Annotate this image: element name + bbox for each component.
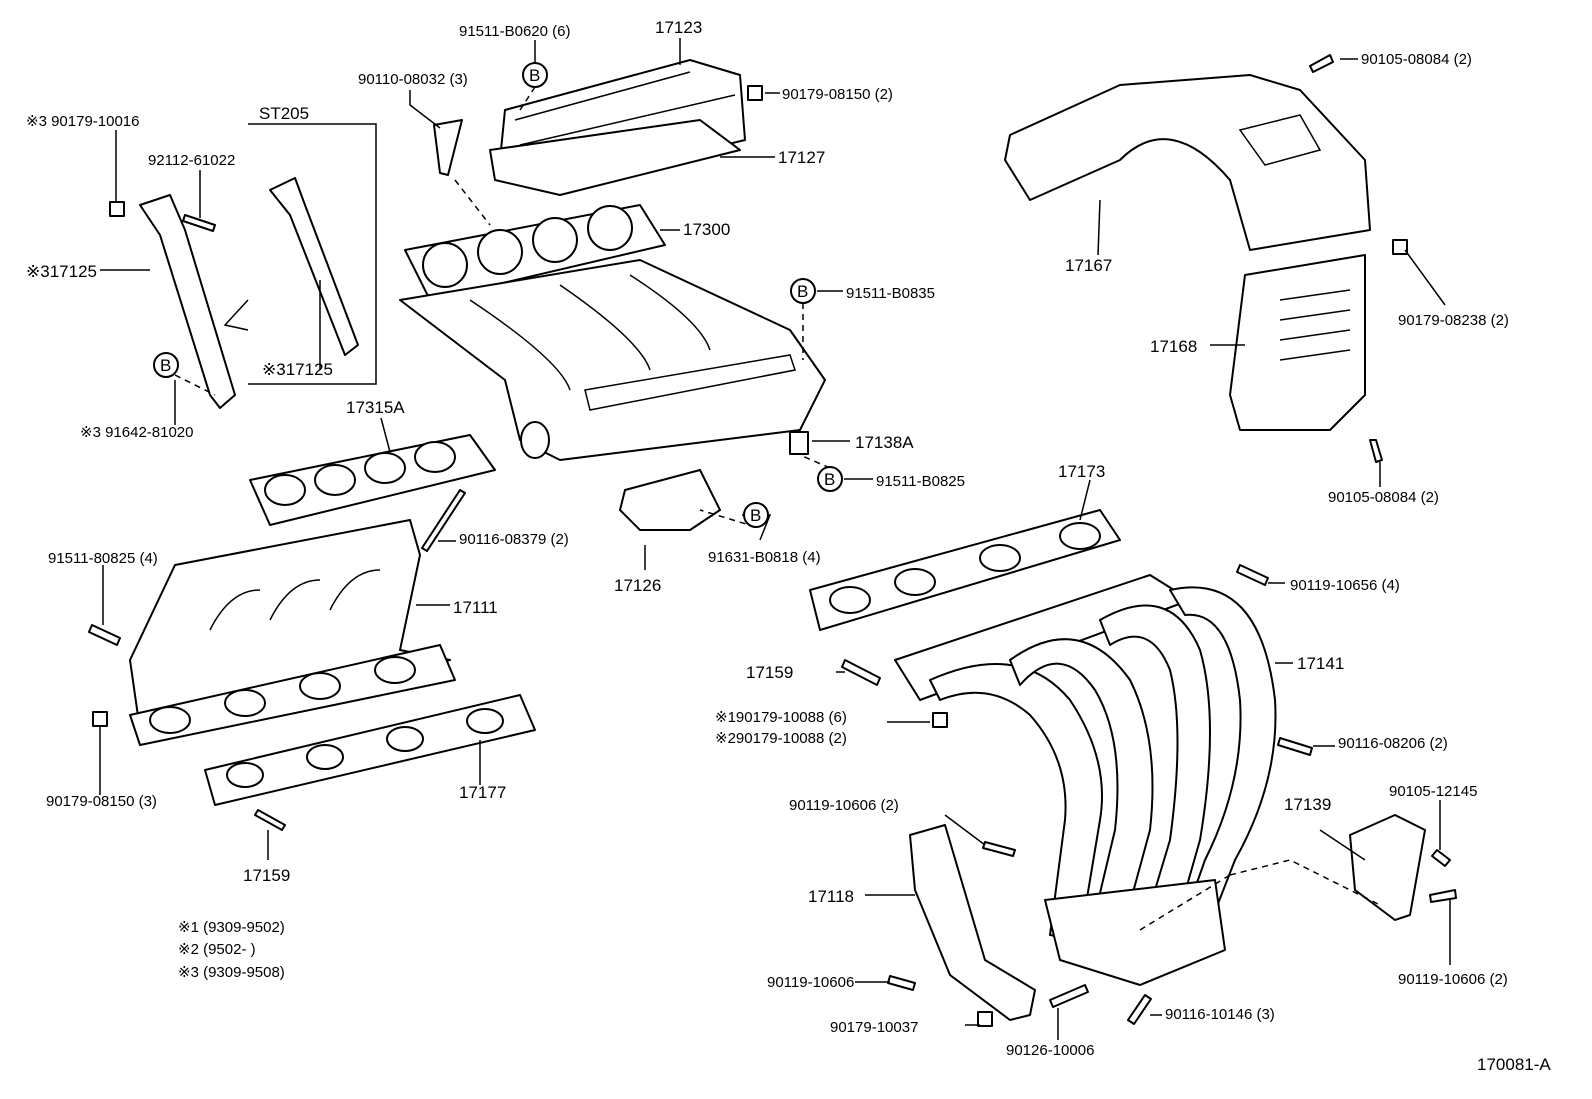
bolt-90110-08032 [433, 119, 463, 176]
st205-pointer [223, 299, 249, 331]
svg-text:B: B [750, 506, 761, 525]
callout: 91511-B0835 [846, 285, 935, 302]
part-manifold-flange [129, 644, 456, 746]
bolt-marker-b: B B B B B [153, 62, 843, 528]
callout: 90116-08379 (2) [459, 531, 569, 548]
callout: 90105-08084 (2) [1361, 51, 1472, 68]
callout: 17159 [243, 866, 290, 885]
bolt-91511-80825 [88, 624, 121, 646]
part-17125-stay-st205 [269, 177, 359, 356]
nut-90179-10037 [977, 1011, 993, 1027]
callout: 17123 [655, 18, 702, 37]
bolt-90105-12145 [1431, 849, 1451, 867]
part-17177-gasket [204, 694, 536, 806]
part-17300-gasket [404, 204, 666, 301]
callout: 17127 [778, 148, 825, 167]
nut-90179-10016 [109, 201, 125, 217]
callout: 17173 [1058, 462, 1105, 481]
callout: 91511-B0825 [876, 473, 965, 490]
callout: 17118 [808, 887, 854, 906]
part-17138a [789, 431, 809, 455]
diagram-id: 170081-A [1477, 1055, 1551, 1074]
callout: 90119-10606 (2) [1398, 971, 1508, 988]
stud-17159 [254, 809, 286, 831]
callout: 17177 [459, 783, 506, 802]
callout: 90105-12145 [1389, 783, 1477, 800]
callout: 90110-08032 (3) [358, 71, 468, 88]
bolt-90119-10606-b [887, 975, 916, 991]
callout: ST205 [259, 104, 309, 123]
bolt-90119-10606-a [982, 841, 1016, 857]
applicability-notes: ※1 (9309-9502) ※2 (9502- ) ※3 (9309-9508… [178, 919, 285, 981]
callout: 91631-B0818 (4) [708, 549, 821, 566]
svg-text:B: B [824, 470, 835, 489]
part-17139-bracket [1349, 814, 1426, 921]
callout: 91511-B0620 (6) [459, 23, 570, 40]
callout: 17139 [1284, 795, 1331, 814]
callout: ※290179-10088 (2) [715, 730, 847, 747]
callout: 17168 [1150, 337, 1197, 356]
callout: 90116-10146 (3) [1165, 1006, 1275, 1023]
callout: 90119-10606 (2) [789, 797, 899, 814]
note: ※1 (9309-9502) [178, 919, 285, 936]
callout-labels: 91511-B0620 (6) 17123 90110-08032 (3) 90… [26, 18, 1509, 1059]
callout: ※3 91642-81020 [80, 424, 194, 441]
callout: 17167 [1065, 256, 1112, 275]
svg-text:B: B [797, 282, 808, 301]
note: ※2 (9502- ) [178, 941, 256, 958]
part-17125-stay [139, 194, 236, 409]
callout: 90119-10606 [767, 974, 854, 991]
callout: 92112-61022 [148, 152, 235, 169]
bolt-90119-10656 [1236, 564, 1269, 586]
callout: 17138A [855, 433, 914, 452]
bolt-92112-61022 [182, 214, 216, 232]
callout: 90119-10656 (4) [1290, 577, 1400, 594]
st205-frame [248, 123, 377, 385]
part-17167-heat-insulator [1004, 74, 1371, 251]
callout: ※317125 [262, 360, 333, 379]
svg-text:B: B [529, 66, 540, 85]
callout: ※317125 [26, 262, 97, 281]
callout: 17126 [614, 576, 661, 595]
part-17118-bracket [909, 824, 1036, 1021]
stud-90116-08206 [1277, 737, 1313, 756]
part-17127-gasket [489, 119, 741, 196]
callout: 17315A [346, 398, 405, 417]
part-17141-exhaust-manifold [894, 574, 1277, 986]
callout: 90116-08206 (2) [1338, 735, 1448, 752]
part-intake-plenum [399, 259, 826, 461]
callout: 90179-08150 (2) [782, 86, 893, 103]
nut-90179-08150 [92, 711, 108, 727]
callout: 90126-10006 [1006, 1042, 1094, 1059]
part-17126-bracket [619, 469, 721, 531]
callout: 90179-10037 [830, 1019, 918, 1036]
note: ※3 (9309-9508) [178, 964, 285, 981]
bolt-90105-08084-lower [1369, 439, 1383, 463]
nut-90179-08238 [1392, 239, 1408, 255]
callout: ※190179-10088 (6) [715, 709, 847, 726]
callout: 90179-08238 (2) [1398, 312, 1509, 329]
stud-17159-right [841, 659, 881, 686]
callout: 91511-80825 (4) [48, 550, 158, 567]
callout: 17159 [746, 663, 793, 682]
bolt-90105-08084 [1309, 54, 1334, 73]
stud-90116-08379 [421, 489, 466, 552]
callout: 17141 [1297, 654, 1344, 673]
callout: ※3 90179-10016 [26, 113, 140, 130]
leader-lines [99, 38, 1451, 1040]
callout: 90179-08150 (3) [46, 793, 157, 810]
bolt-90119-10606-c [1429, 889, 1457, 903]
svg-text:B: B [160, 356, 171, 375]
callout: 90105-08084 (2) [1328, 489, 1439, 506]
nut-90179-10088 [932, 712, 948, 728]
stud-90126-10006 [1049, 984, 1089, 1008]
part-17168-heat-insulator [1229, 254, 1366, 431]
nut-90179-08150-top [747, 85, 763, 101]
stud-90116-10146 [1127, 994, 1152, 1025]
part-17315a-gasket [249, 434, 496, 526]
callout: 17300 [683, 220, 730, 239]
part-17173-gasket [809, 509, 1121, 631]
callout: 17111 [453, 598, 498, 617]
